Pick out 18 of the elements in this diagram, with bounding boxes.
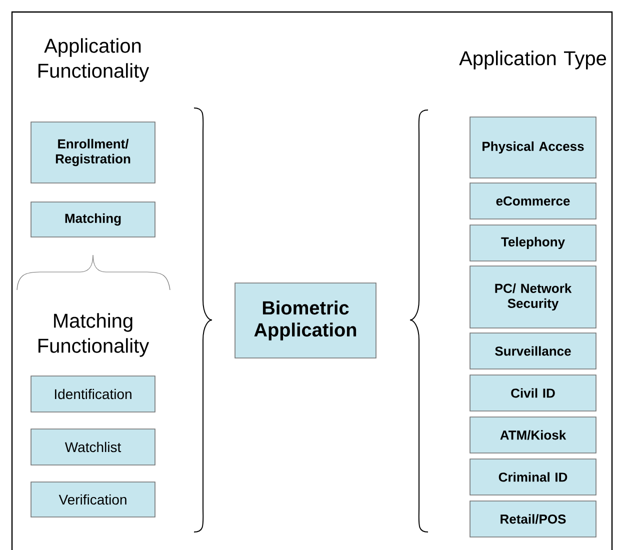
box: Physical Access bbox=[470, 116, 596, 178]
box: Biometric Application bbox=[234, 282, 376, 358]
box: Retail/POS bbox=[470, 500, 596, 538]
box: Criminal ID bbox=[470, 458, 596, 496]
box: Identification bbox=[30, 376, 156, 412]
heading: Application Type bbox=[459, 50, 606, 70]
box: Enrollment/ Registration bbox=[30, 122, 156, 184]
box: ATM/Kiosk bbox=[470, 416, 596, 454]
box: Surveillance bbox=[470, 332, 596, 370]
box: Telephony bbox=[470, 224, 596, 262]
box: Verification bbox=[30, 482, 156, 518]
box: Matching bbox=[30, 202, 156, 238]
box: Watchlist bbox=[30, 428, 156, 466]
box: eCommerce bbox=[470, 182, 596, 220]
box: PC/ Network Security bbox=[470, 266, 596, 328]
heading: Matching Functionality bbox=[38, 313, 150, 357]
box: Civil ID bbox=[470, 374, 596, 412]
heading: Application Functionality bbox=[38, 38, 150, 82]
